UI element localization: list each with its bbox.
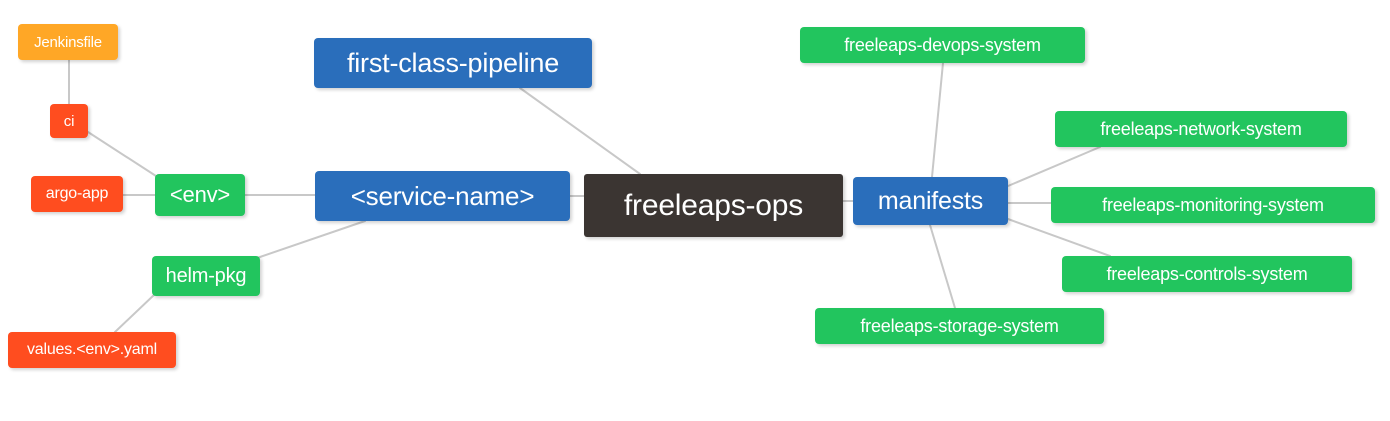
mindmap-node-monitoring-system[interactable]: freeleaps-monitoring-system xyxy=(1051,187,1375,223)
mindmap-node-env[interactable]: <env> xyxy=(155,174,245,216)
edge-manifests-to-storage-system xyxy=(929,224,956,309)
mindmap-node-helm-pkg[interactable]: helm-pkg xyxy=(152,256,260,296)
edge-manifests-to-controls-system xyxy=(1007,218,1111,257)
mindmap-node-network-system[interactable]: freeleaps-network-system xyxy=(1055,111,1347,147)
mindmap-node-first-class-pipeline[interactable]: first-class-pipeline xyxy=(314,38,592,88)
mindmap-node-manifests[interactable]: manifests xyxy=(853,177,1008,225)
mindmap-node-controls-system[interactable]: freeleaps-controls-system xyxy=(1062,256,1352,292)
edge-helm-pkg-to-values-yaml xyxy=(114,293,156,333)
edge-ci-to-env xyxy=(87,131,157,177)
mindmap-node-devops-system[interactable]: freeleaps-devops-system xyxy=(800,27,1085,63)
mindmap-node-argo-app[interactable]: argo-app xyxy=(31,176,123,212)
edge-service-name-to-helm-pkg xyxy=(256,220,366,259)
edge-manifests-to-devops-system xyxy=(931,62,944,178)
mindmap-node-storage-system[interactable]: freeleaps-storage-system xyxy=(815,308,1104,344)
mindmap-node-values-yaml[interactable]: values.<env>.yaml xyxy=(8,332,176,368)
mindmap-node-ci[interactable]: ci xyxy=(50,104,88,138)
mindmap-node-jenkinsfile[interactable]: Jenkinsfile xyxy=(18,24,118,60)
mindmap-node-service-name[interactable]: <service-name> xyxy=(315,171,570,221)
edge-first-class-pipeline-to-freeleaps-ops xyxy=(519,87,641,175)
edge-manifests-to-network-system xyxy=(1007,146,1101,187)
mindmap-node-freeleaps-ops[interactable]: freeleaps-ops xyxy=(584,174,843,237)
